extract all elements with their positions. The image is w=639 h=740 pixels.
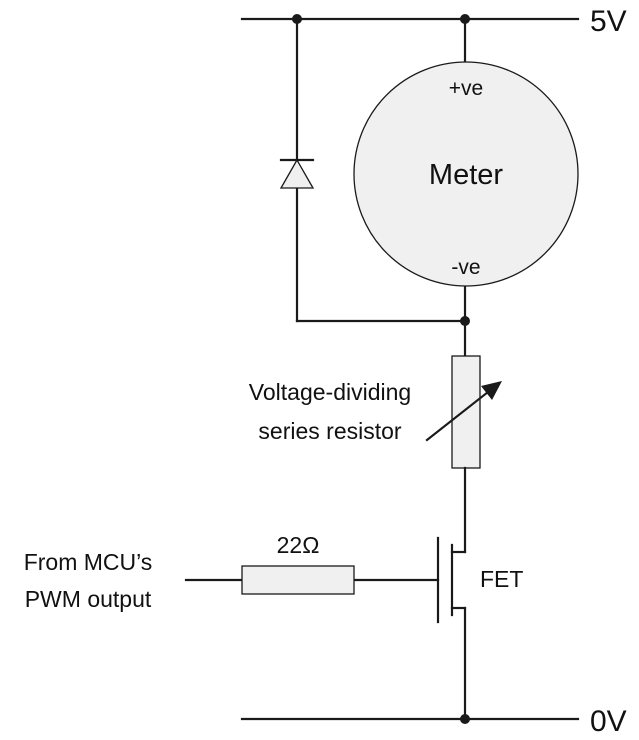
- meter-negative-label: -ve: [451, 256, 480, 279]
- 5v-rail-label: 5V: [590, 5, 627, 38]
- series-resistor-label-line2: series resistor: [258, 418, 401, 444]
- gate-resistor-label: 22Ω: [277, 532, 320, 558]
- junction-dot: [460, 316, 470, 326]
- gate-resistor-body: [241, 565, 355, 595]
- meter: Meter +ve -ve: [353, 61, 579, 287]
- junction-dot: [460, 714, 470, 724]
- junction-dot: [292, 14, 302, 24]
- meter-label: Meter: [429, 159, 503, 191]
- diode: [279, 158, 315, 189]
- variable-arrow-head-icon: [481, 381, 502, 400]
- variable-arrow-shaft: [425, 390, 490, 442]
- series-resistor: [425, 355, 502, 469]
- fet-label: FET: [480, 566, 523, 592]
- 0v-rail-label: 0V: [590, 705, 627, 738]
- junction-dot: [460, 14, 470, 24]
- diode-triangle: [279, 158, 315, 189]
- series-resistor-label-line1: Voltage-dividing: [249, 379, 411, 405]
- meter-positive-label: +ve: [449, 77, 483, 100]
- meter-body: [353, 61, 579, 287]
- input-label-line1: From MCU’s: [24, 549, 153, 575]
- series-resistor-body: [451, 355, 481, 469]
- input-label-line2: PWM output: [25, 586, 152, 612]
- fet: [352, 536, 467, 624]
